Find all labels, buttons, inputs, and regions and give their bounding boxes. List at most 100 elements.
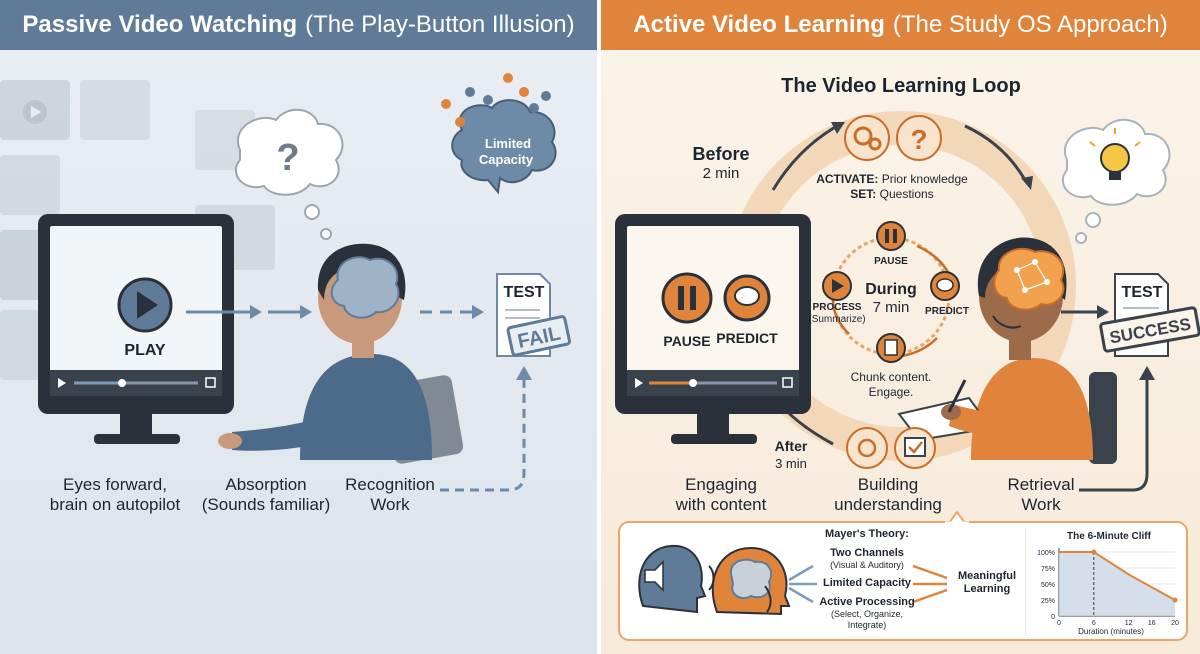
caption-line: (Sounds familiar) [201, 495, 331, 514]
active-processing-sub2: Integrate) [847, 620, 887, 630]
caption-recognition: Recognition Work [330, 475, 450, 515]
chunk-text: Chunk content. Engage. [831, 370, 951, 400]
passive-title: Passive Video Watching [22, 11, 298, 38]
question-mark-icon: ? [276, 137, 299, 179]
chart-y-tick-label: 25% [1041, 598, 1055, 605]
passive-learner-figure [218, 243, 464, 464]
chart-x-tick-label: 6 [1092, 620, 1096, 627]
chunk-line1: Chunk content. [850, 370, 932, 384]
caption-line: Building [857, 475, 919, 494]
activate-text: ACTIVATE: Prior knowledge SET: Questions [797, 172, 987, 202]
screen-predict-button-icon[interactable] [723, 274, 771, 322]
inner-pause-icon [876, 221, 906, 251]
inner-notes-icon [876, 333, 906, 363]
listening-head-icon [638, 544, 715, 614]
chart-area [1059, 552, 1175, 616]
loop-title: The Video Learning Loop [781, 75, 1021, 97]
caption-line: understanding [834, 495, 942, 514]
active-panel-header: Active Video Learning (The Study OS Appr… [601, 0, 1200, 50]
active-illustration: ? [615, 111, 1200, 641]
screen-pause-button-icon[interactable] [661, 272, 713, 324]
passive-watching-panel: Passive Video Watching (The Play-Button … [0, 0, 597, 654]
caption-line: with content [675, 495, 767, 514]
insight-thought-bubble [1061, 119, 1171, 244]
limited-capacity: Limited Capacity [822, 577, 912, 589]
fail-stamp: FAIL [506, 315, 571, 357]
screen-predict-label: PREDICT [716, 330, 778, 346]
chart-point [1091, 549, 1097, 555]
set-bold: SET: [850, 187, 877, 201]
chart-title: The 6-Minute Cliff [1067, 531, 1152, 542]
two-channels: Two Channels [830, 547, 904, 559]
activate-line: ACTIVATE: Prior knowledge [797, 172, 987, 187]
chart-x-tick-label: 0 [1057, 620, 1061, 627]
after-duration: 3 min [775, 456, 807, 471]
chart-y-tick-label: 100% [1037, 550, 1055, 557]
screen-pause-label: PAUSE [663, 333, 710, 349]
caption-eyes-forward: Eyes forward, brain on autopilot [40, 475, 190, 515]
inner-predict-label: PREDICT [925, 306, 969, 317]
after-brain-icon [846, 427, 888, 469]
absorption-arrows [186, 305, 484, 319]
play-button-icon[interactable] [117, 277, 173, 333]
mayer-arrows [788, 564, 948, 604]
inner-process-sub: (Summarize) [808, 314, 866, 325]
recognition-arrow [440, 366, 532, 492]
active-title: Active Video Learning [633, 11, 885, 38]
set-questions-icon [896, 115, 942, 161]
chart-x-label: Duration (minutes) [1078, 627, 1144, 636]
caption-absorption: Absorption (Sounds familiar) [186, 475, 346, 515]
chart-point [1172, 597, 1178, 603]
limited-capacity-brain-icon [441, 73, 557, 195]
brain-label-line1: Limited [485, 136, 531, 151]
caption-retrieval: Retrieval Work [981, 475, 1101, 515]
chart-y-tick-label: 75% [1041, 566, 1055, 573]
chart-y-tick-label: 50% [1041, 582, 1055, 589]
active-subtitle: (The Study OS Approach) [892, 11, 1168, 38]
after-checklist-icon [894, 427, 936, 469]
caption-engaging: Engaging with content [651, 475, 791, 515]
caption-line: Recognition [345, 475, 435, 494]
caption-line: Work [1021, 495, 1061, 514]
meaningful-learning-line2: Learning [963, 583, 1011, 595]
activate-brain-gear-icon [844, 115, 890, 161]
processing-head-icon [711, 546, 791, 616]
set-desc: Questions [879, 187, 934, 201]
passive-subtitle: (The Play-Button Illusion) [305, 11, 575, 38]
retrieval-arrow [1061, 305, 1109, 319]
active-processing-sub1: (Select, Organize, [830, 609, 904, 619]
lightbulb-icon [1089, 128, 1141, 180]
inner-predict-icon [930, 271, 960, 301]
caption-line: Retrieval [1007, 475, 1075, 494]
chart-y-ticks: 100% 75% 50% 25% 0 [1037, 550, 1055, 621]
question-icon: ? [910, 124, 927, 155]
chart-x-tick-label: 12 [1125, 620, 1133, 627]
confused-thought-bubble [234, 109, 344, 240]
activate-desc: Prior knowledge [881, 172, 968, 186]
chart-y-tick-label: 0 [1051, 614, 1055, 621]
passive-panel-header: Passive Video Watching (The Play-Button … [0, 0, 597, 50]
active-test-label: TEST [1122, 284, 1163, 301]
active-learner-figure [897, 237, 1117, 464]
chunk-line2: Engage. [868, 385, 914, 399]
inner-pause-label: PAUSE [874, 256, 908, 267]
activate-bold: ACTIVATE: [816, 172, 879, 186]
two-channels-sub: (Visual & Auditory) [830, 560, 904, 570]
test-label: TEST [504, 284, 545, 301]
caption-line: brain on autopilot [49, 495, 181, 514]
caption-line: Work [370, 495, 410, 514]
during-label: During [865, 281, 917, 298]
panel-divider [597, 0, 601, 654]
mayer-title: Mayer's Theory: [825, 528, 909, 540]
caption-line: Eyes forward, [63, 475, 167, 494]
meaningful-learning-line1: Meaningful [957, 570, 1017, 582]
active-monitor-icon [615, 214, 811, 444]
during-duration: 7 min [872, 299, 910, 316]
play-label: PLAY [124, 342, 166, 359]
inner-process-label: PROCESS [812, 302, 862, 313]
caption-building: Building understanding [813, 475, 963, 515]
set-line: SET: Questions [797, 187, 987, 202]
inner-process-icon [822, 271, 852, 301]
